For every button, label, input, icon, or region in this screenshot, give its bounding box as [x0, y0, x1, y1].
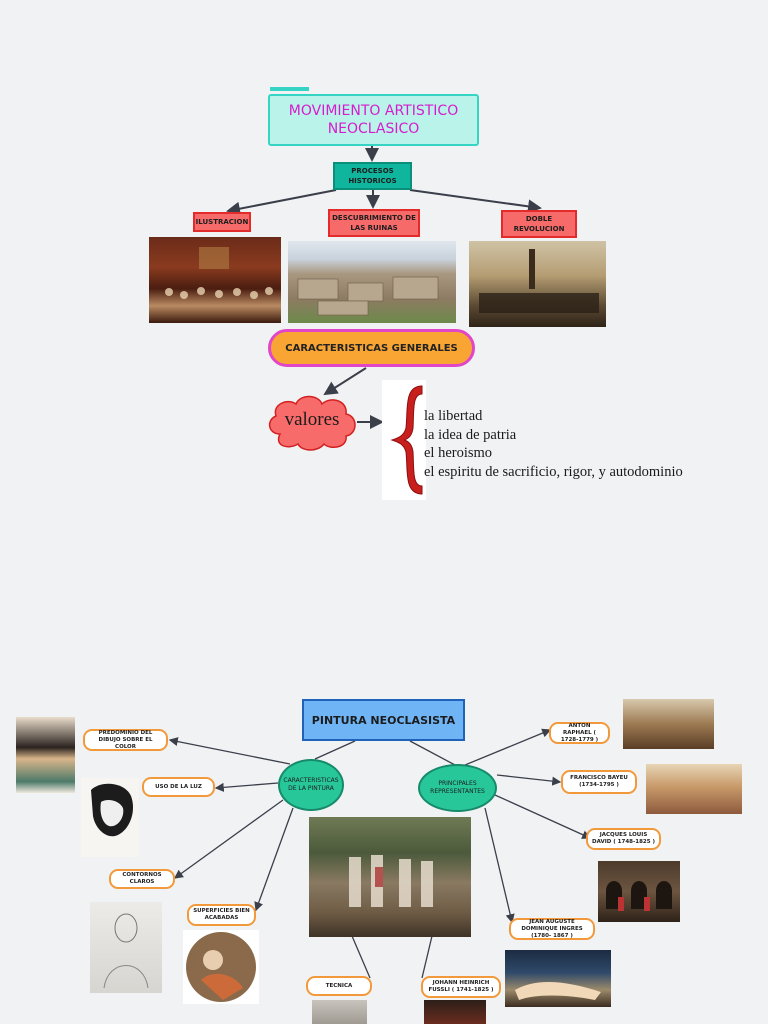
- main-title-node: MOVIMIENTO ARTISTICO NEOCLASICO: [268, 94, 479, 146]
- brace-panel: [382, 380, 426, 500]
- round-painting: [186, 932, 256, 1002]
- ingres-text: JEAN AUGUSTE DOMINIQUE INGRES (1780- 186…: [521, 918, 583, 939]
- round-painting-image: [183, 930, 259, 1004]
- valores-text: valores: [284, 409, 340, 430]
- caracteristicas-generales-node: CARACTERISTICAS GENERALES: [268, 329, 475, 367]
- salon-figures: [165, 247, 273, 299]
- valores-list: la libertad la idea de patria el heroism…: [424, 407, 683, 481]
- revolution-painting-image: [469, 241, 606, 327]
- doble-revolucion-node: DOBLE REVOLUCION: [501, 210, 577, 238]
- revolution-figures: [479, 249, 599, 313]
- principales-representantes-node: PRINCIPALES REPRESENTANTES: [418, 764, 497, 812]
- representantes-text: PRINCIPALES REPRESENTANTES: [430, 780, 485, 795]
- tecnica-node: TECNICA: [306, 976, 372, 996]
- ilustracion-node: ILUSTRACION: [193, 212, 251, 232]
- jacques-louis-david-node: JACQUES LOUIS DAVID ( 1748-1825 ): [586, 828, 661, 850]
- superficies-text: SUPERFICIES BIEN ACABADAS: [193, 908, 250, 921]
- valores-item: el heroismo: [424, 445, 493, 461]
- red-brace-icon: [390, 385, 423, 495]
- face-sketch: [91, 783, 134, 837]
- doble-text: DOBLE REVOLUCION: [513, 215, 565, 233]
- francisco-bayeu-node: FRANCISCO BAYEU (1734-1795 ): [561, 770, 637, 794]
- egyptian-figure-image: [16, 717, 75, 793]
- anton-text: ANTON RAPHAEL ( 1728-1779 ): [560, 722, 599, 743]
- bayeu-image: [646, 764, 742, 814]
- david-image: [598, 861, 680, 922]
- david-text: JACQUES LOUIS DAVID ( 1748-1825 ): [592, 832, 655, 845]
- david-arches: [606, 881, 672, 911]
- tecnica-text: TECNICA: [325, 982, 353, 989]
- valores-item: la libertad: [424, 408, 483, 424]
- ilustracion-text: ILUSTRACION: [195, 218, 249, 226]
- tecnica-image: [312, 1000, 367, 1024]
- ruins-photo-image: [288, 241, 456, 323]
- contornos-claros-node: CONTORNOS CLAROS: [109, 869, 175, 889]
- procesos-historicos-node: PROCESOS HISTORICOS: [333, 162, 412, 190]
- fussli-text: JOHANN HEINRICH FUSSLI ( 1741-1825 ): [428, 980, 494, 993]
- anton-raphael-node: ANTON RAPHAEL ( 1728-1779 ): [549, 722, 610, 744]
- descubrimiento-text: DESCUBRIMIENTO DE LAS RUINAS: [332, 214, 416, 232]
- ingres-node: JEAN AUGUSTE DOMINIQUE INGRES (1780- 186…: [509, 918, 595, 940]
- pintura-neoclasista-node: PINTURA NEOCLASISTA: [302, 699, 465, 741]
- ingres-image: [505, 950, 611, 1007]
- valores-label: valores: [264, 392, 360, 448]
- ruins-shapes: [297, 276, 439, 316]
- procesos-text: PROCESOS HISTORICOS: [348, 167, 397, 185]
- fussli-node: JOHANN HEINRICH FUSSLI ( 1741-1825 ): [421, 976, 501, 998]
- valores-item: el espiritu de sacrificio, rigor, y auto…: [424, 463, 683, 480]
- salon-painting-image: [149, 237, 281, 323]
- valores-item: la idea de patria: [424, 426, 517, 443]
- superficies-acabadas-node: SUPERFICIES BIEN ACABADAS: [187, 904, 256, 926]
- bayeu-text: FRANCISCO BAYEU (1734-1795 ): [570, 775, 628, 788]
- main-title-text: MOVIMIENTO ARTISTICO NEOCLASICO: [288, 103, 459, 137]
- ingres-figure: [515, 981, 601, 1000]
- pintura-title-text: PINTURA NEOCLASISTA: [311, 713, 456, 727]
- shaded-face-image: [81, 778, 139, 857]
- uso-luz-text: USO DE LA LUZ: [155, 783, 202, 790]
- central-painting-image: [309, 817, 471, 937]
- fussli-image: [424, 1000, 486, 1024]
- descubrimiento-node: DESCUBRIMIENTO DE LAS RUINAS: [328, 209, 420, 237]
- caracteristicas-pintura-node: CARACTERISTICAS DE LA PINTURA: [278, 759, 344, 811]
- contornos-text: CONTORNOS CLAROS: [122, 872, 162, 885]
- portrait-sketch: [103, 913, 149, 989]
- valores-cloud: [268, 395, 356, 451]
- central-figures: [349, 855, 433, 907]
- title-accent-bar: [270, 87, 309, 91]
- predominio-dibujo-node: PREDOMINIO DEL DIBUJO SOBRE EL COLOR: [83, 729, 168, 751]
- caracteristicas-text: CARACTERISTICAS GENERALES: [285, 342, 458, 354]
- anton-raphael-image: [623, 699, 714, 749]
- caract-pintura-text: CARACTERISTICAS DE LA PINTURA: [283, 777, 339, 792]
- predominio-text: PREDOMINIO DEL DIBUJO SOBRE EL COLOR: [98, 729, 153, 750]
- pencil-portrait-image: [90, 902, 162, 993]
- uso-luz-node: USO DE LA LUZ: [142, 777, 215, 797]
